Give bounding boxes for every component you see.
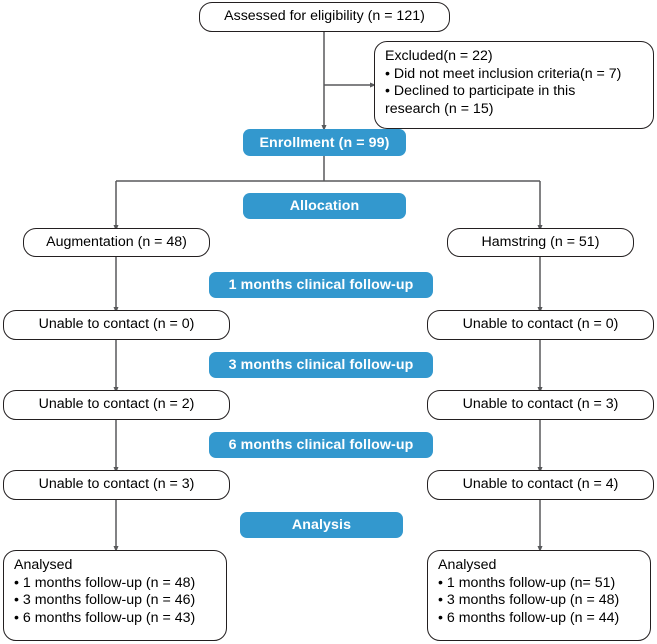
node-right-arm-hamstring: Hamstring (n = 51): [447, 228, 634, 257]
banner-followup-3-month-label: 3 months clinical follow-up: [228, 357, 414, 373]
left-analysed-line-4: • 6 months follow-up (n = 43): [14, 609, 196, 626]
right-unable-3-month-label: Unable to contact (n = 3): [462, 396, 619, 413]
right-unable-6-month-label: Unable to contact (n = 4): [462, 476, 619, 493]
right-analysed-line-4: • 6 months follow-up (n = 44): [438, 609, 620, 626]
left-unable-6-month-label: Unable to contact (n = 3): [38, 476, 195, 493]
banner-enrollment-label: Enrollment (n = 99): [259, 134, 390, 151]
node-assessed-for-eligibility: Assessed for eligibility (n = 121): [199, 2, 450, 32]
banner-followup-1-month-label: 1 months clinical follow-up: [228, 277, 414, 293]
banner-followup-3-month: 3 months clinical follow-up: [209, 352, 433, 378]
banner-allocation-label: Allocation: [289, 198, 360, 214]
right-analysed-line-2: • 1 months follow-up (n= 51): [438, 574, 616, 591]
node-right-unable-6-month: Unable to contact (n = 4): [427, 470, 654, 500]
excluded-line-2: • Did not meet inclusion criteria(n = 7): [385, 65, 622, 82]
banner-followup-1-month: 1 months clinical follow-up: [209, 272, 433, 298]
node-left-unable-6-month: Unable to contact (n = 3): [3, 470, 230, 500]
right-analysed-line-1: Analysed: [438, 557, 497, 573]
right-unable-1-month-label: Unable to contact (n = 0): [462, 316, 619, 333]
excluded-line-3: • Declined to participate in this: [385, 83, 576, 99]
right-analysed-line-3: • 3 months follow-up (n = 48): [438, 592, 620, 608]
node-left-unable-3-month: Unable to contact (n = 2): [3, 390, 230, 420]
node-left-unable-1-month: Unable to contact (n = 0): [3, 310, 230, 340]
excluded-line-4: research (n = 15): [385, 100, 494, 117]
node-right-analysed: Analysed • 1 months follow-up (n= 51) • …: [427, 550, 651, 641]
excluded-line-1: Excluded(n = 22): [385, 48, 493, 64]
left-analysed-line-2: • 1 months follow-up (n = 48): [14, 574, 196, 591]
node-right-unable-1-month: Unable to contact (n = 0): [427, 310, 654, 340]
node-assessed-label: Assessed for eligibility (n = 121): [224, 8, 425, 25]
banner-enrollment: Enrollment (n = 99): [243, 129, 406, 156]
node-right-unable-3-month: Unable to contact (n = 3): [427, 390, 654, 420]
banner-followup-6-month: 6 months clinical follow-up: [209, 432, 433, 458]
banner-followup-6-month-label: 6 months clinical follow-up: [228, 437, 414, 453]
node-left-arm-augmentation: Augmentation (n = 48): [23, 228, 210, 257]
left-unable-3-month-label: Unable to contact (n = 2): [38, 396, 195, 413]
left-analysed-line-1: Analysed: [14, 557, 73, 573]
left-arm-label: Augmentation (n = 48): [46, 233, 187, 250]
left-analysed-line-3: • 3 months follow-up (n = 46): [14, 592, 196, 608]
right-arm-label: Hamstring (n = 51): [481, 233, 600, 250]
banner-analysis-label: Analysis: [291, 517, 352, 533]
node-left-analysed: Analysed • 1 months follow-up (n = 48) •…: [3, 550, 227, 641]
banner-allocation: Allocation: [243, 193, 406, 219]
node-excluded: Excluded(n = 22) • Did not meet inclusio…: [374, 41, 654, 129]
banner-analysis: Analysis: [240, 512, 403, 538]
left-unable-1-month-label: Unable to contact (n = 0): [38, 316, 195, 333]
